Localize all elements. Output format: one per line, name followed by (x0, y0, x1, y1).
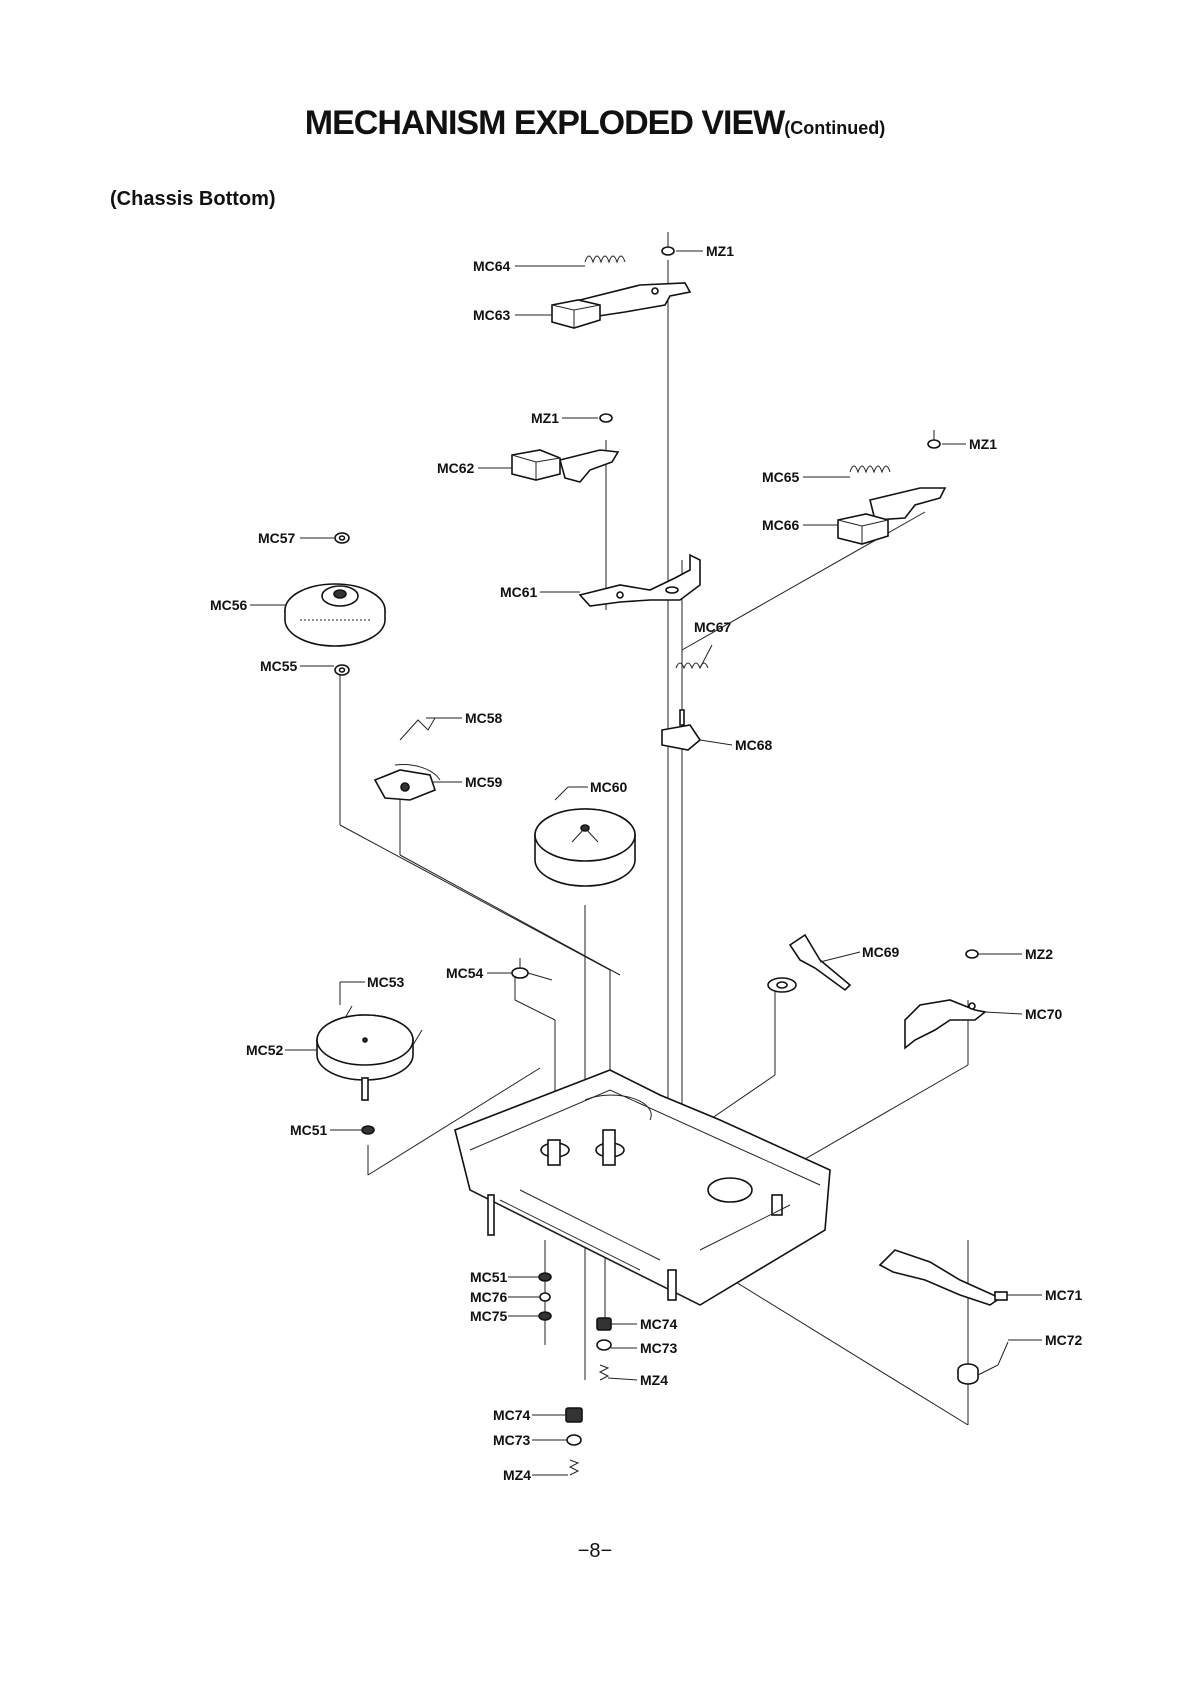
label-mc66: MC66 (762, 517, 800, 533)
chassis-frame (455, 1070, 830, 1305)
label-mc65: MC65 (762, 469, 800, 485)
label-mc68: MC68 (735, 737, 773, 753)
label-mc52: MC52 (246, 1042, 284, 1058)
label-mz4: MZ4 (640, 1372, 668, 1388)
label-mc63: MC63 (473, 307, 511, 323)
washer-mc57 (335, 533, 349, 543)
lever-mc66 (838, 488, 945, 544)
stack-bottom (566, 1408, 582, 1475)
reel-motor-mc52 (317, 1006, 422, 1100)
part-labels: MZ1 MC64 MC63 MZ1 MC62 MZ1 MC65 MC66 MC5… (210, 243, 1083, 1483)
leader-lines (250, 251, 1042, 1475)
pin-mc54 (512, 958, 552, 980)
label-mc74: MC74 (493, 1407, 531, 1423)
plate-mc71 (880, 1250, 1007, 1305)
lever-mc63 (552, 283, 690, 328)
spring-mc65 (850, 466, 890, 472)
spring-mc67 (676, 663, 708, 668)
assembly-line (515, 1000, 555, 1020)
spring-mc58 (400, 718, 435, 740)
label-mc53: MC53 (367, 974, 405, 990)
label-mc61: MC61 (500, 584, 538, 600)
label-mc56: MC56 (210, 597, 248, 613)
stack-right-bottom (597, 1318, 611, 1380)
lever-mc62 (512, 450, 618, 482)
label-mc60: MC60 (590, 779, 628, 795)
screw-mz1-mid (600, 414, 612, 422)
label-mc57: MC57 (258, 530, 296, 546)
washer-mc55 (335, 665, 349, 675)
label-mc55: MC55 (260, 658, 298, 674)
label-mz1: MZ1 (531, 410, 559, 426)
label-mc51: MC51 (470, 1269, 508, 1285)
lever-mc69 (768, 935, 850, 992)
label-mz4: MZ4 (503, 1467, 531, 1483)
label-mc73: MC73 (640, 1340, 678, 1356)
label-mz1: MZ1 (706, 243, 734, 259)
label-mz2: MZ2 (1025, 946, 1053, 962)
label-mc71: MC71 (1045, 1287, 1083, 1303)
label-mc67: MC67 (694, 619, 732, 635)
assembly-line (700, 1260, 968, 1425)
label-mc58: MC58 (465, 710, 503, 726)
washer-mc51 (362, 1126, 374, 1134)
label-mc64: MC64 (473, 258, 511, 274)
page-number: −8− (0, 1540, 1190, 1563)
label-mz1: MZ1 (969, 436, 997, 452)
arm-mc59 (375, 764, 440, 800)
label-mc69: MC69 (862, 944, 900, 960)
label-mc62: MC62 (437, 460, 475, 476)
label-mc76: MC76 (470, 1289, 508, 1305)
label-mc70: MC70 (1025, 1006, 1063, 1022)
label-mc75: MC75 (470, 1308, 508, 1324)
label-mc59: MC59 (465, 774, 503, 790)
gear-mc56 (285, 584, 385, 646)
label-mc74: MC74 (640, 1316, 678, 1332)
screw-mz1-right (928, 430, 940, 448)
label-mc72: MC72 (1045, 1332, 1083, 1348)
roller-mc72 (958, 1342, 1008, 1384)
plate-mc70 (905, 1000, 985, 1048)
spring-mc64 (585, 256, 625, 262)
label-mc54: MC54 (446, 965, 484, 981)
flywheel-mc60 (535, 809, 635, 886)
screw-mz1-top (662, 232, 674, 255)
washer-mz2 (966, 950, 978, 958)
stack-left-bottom (539, 1273, 551, 1320)
label-mc73: MC73 (493, 1432, 531, 1448)
label-mc51: MC51 (290, 1122, 328, 1138)
